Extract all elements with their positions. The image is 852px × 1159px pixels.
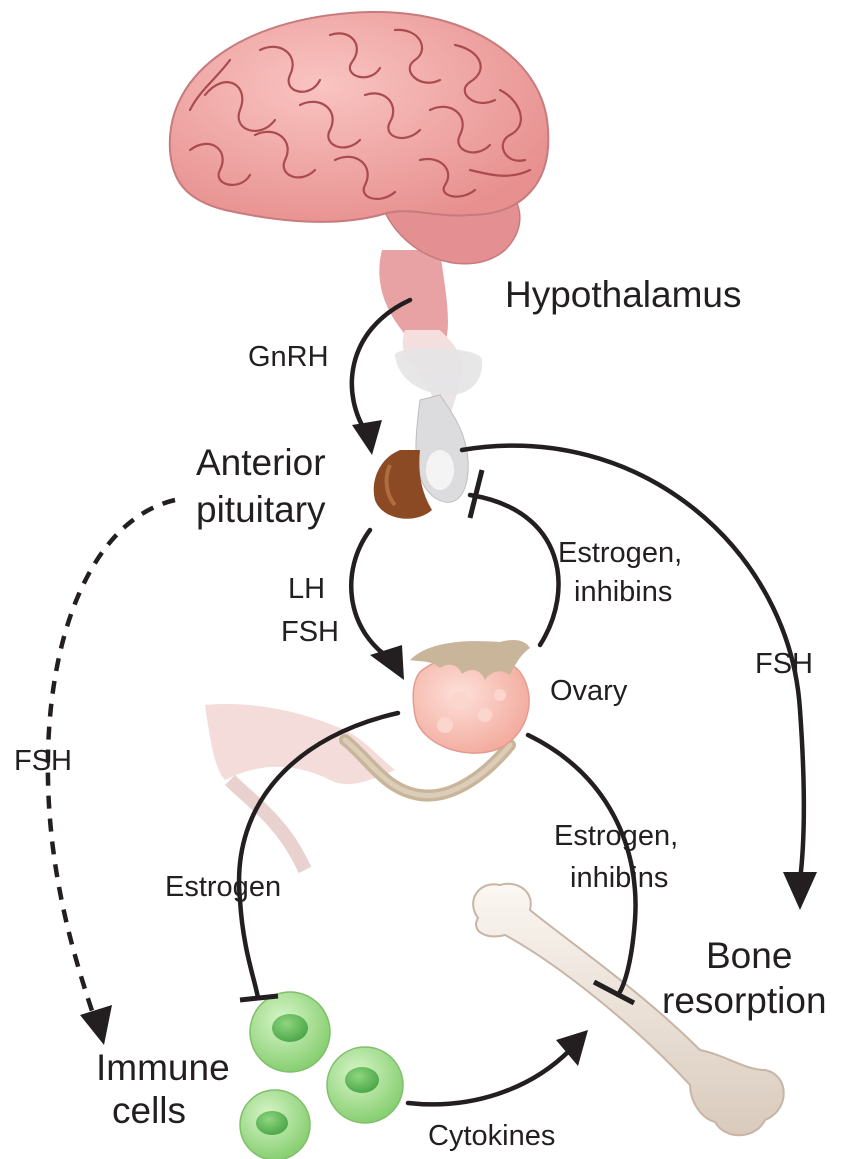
label-fsh-right: FSH bbox=[755, 648, 813, 680]
label-estrogen-inhibins-bottom-1: Estrogen, bbox=[554, 820, 678, 852]
cerebrum bbox=[170, 12, 549, 222]
label-ovary: Ovary bbox=[550, 675, 628, 707]
cytokines-arrow bbox=[408, 1050, 570, 1104]
label-anterior: Anterior bbox=[196, 442, 326, 483]
label-fsh-pair: FSH bbox=[281, 616, 339, 648]
hypothalamus-region bbox=[395, 348, 482, 395]
label-cytokines: Cytokines bbox=[428, 1120, 555, 1152]
label-lh: LH bbox=[288, 573, 325, 605]
immune-cells bbox=[240, 992, 403, 1159]
label-resorption: resorption bbox=[662, 980, 827, 1021]
feedback-inhibit-line bbox=[470, 495, 559, 645]
uterus-edge bbox=[205, 704, 395, 784]
fsh-bone-arrowhead bbox=[783, 872, 817, 910]
lh-fsh-arrowhead bbox=[370, 645, 404, 680]
label-estrogen-inhibins-bottom-2: inhibins bbox=[570, 862, 668, 894]
label-immune: Immune bbox=[96, 1047, 230, 1088]
label-estrogen-inhibins-top-2: inhibins bbox=[574, 576, 672, 608]
label-estrogen-inhibins-top-1: Estrogen, bbox=[558, 537, 682, 569]
ovary-illustration bbox=[205, 640, 530, 870]
pituitary-gland bbox=[374, 395, 468, 519]
fsh-immune-arrowhead bbox=[80, 1005, 112, 1045]
label-cells: cells bbox=[112, 1090, 186, 1131]
immune-cell bbox=[327, 1047, 403, 1123]
label-estrogen: Estrogen bbox=[165, 871, 281, 903]
immune-cell bbox=[240, 1090, 310, 1159]
brain-illustration bbox=[170, 12, 549, 430]
label-hypothalamus: Hypothalamus bbox=[505, 274, 742, 315]
gnrh-arrowhead bbox=[352, 420, 382, 455]
lh-fsh-arrow bbox=[351, 530, 392, 660]
label-pituitary: pituitary bbox=[196, 489, 326, 530]
label-fsh-left: FSH bbox=[14, 745, 72, 777]
label-bone: Bone bbox=[706, 935, 792, 976]
label-gnrh: GnRH bbox=[248, 341, 329, 373]
immune-cell bbox=[250, 992, 330, 1072]
